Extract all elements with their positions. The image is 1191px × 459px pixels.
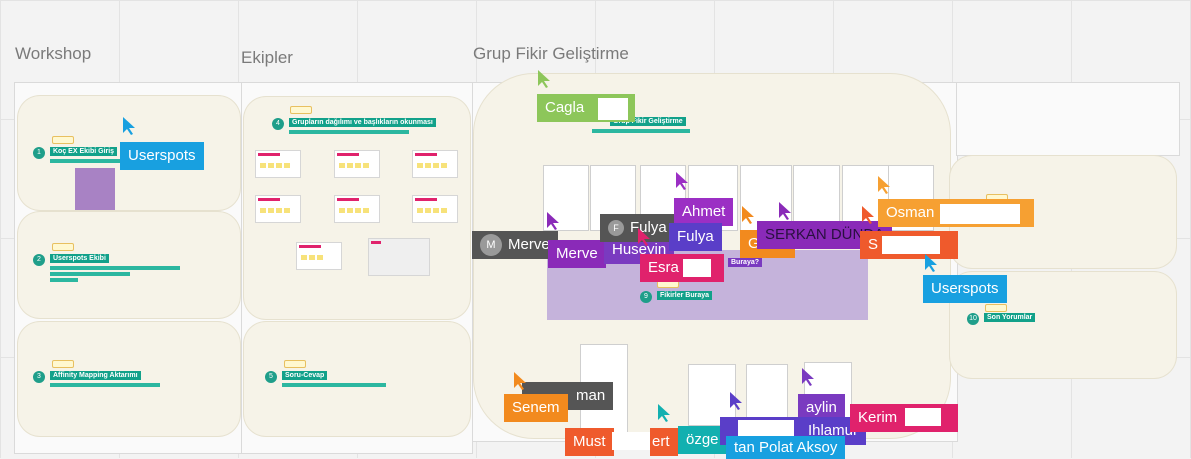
team-board[interactable]	[334, 195, 380, 223]
card-subtext	[289, 130, 409, 134]
card-tag: Fikirler Buraya	[657, 291, 713, 300]
card-tag: Userspots Ekibi	[50, 254, 109, 263]
step-number: 2	[33, 254, 45, 266]
card-subtext	[50, 278, 78, 282]
timer-badge	[52, 360, 74, 368]
column-title-grup: Grup Fikir Geliştirme	[473, 44, 629, 63]
collaborator-label: Userspots	[120, 142, 204, 170]
collaborator-label: özge	[678, 426, 727, 454]
idea-board[interactable]	[793, 165, 840, 231]
cursor-arrow-icon	[742, 206, 754, 224]
card-subtext	[592, 129, 690, 133]
collaborator-label: Kerim	[850, 404, 958, 432]
card-tag: Buraya?	[728, 258, 763, 267]
column-title-workshop: Workshop	[15, 44, 92, 63]
redaction	[940, 204, 1020, 224]
collaborator-label: Fulya	[669, 223, 722, 251]
collaborator-label: Esra	[640, 254, 724, 282]
step-number: 3	[33, 371, 45, 383]
timer-badge	[985, 304, 1007, 312]
team-board[interactable]	[412, 150, 458, 178]
redaction	[683, 259, 711, 277]
timer-badge	[52, 136, 74, 144]
step-number: 4	[272, 118, 284, 130]
team-board[interactable]	[334, 150, 380, 178]
redaction	[882, 236, 940, 254]
timer-badge	[284, 360, 306, 368]
card-tag: Koç EX Ekibi Giriş	[50, 147, 118, 156]
team-board[interactable]	[255, 150, 301, 178]
collaborator-label: tan Polat Aksoy	[726, 436, 846, 459]
step-number: 1	[33, 147, 45, 159]
cursor-arrow-icon	[779, 202, 791, 220]
cursor-arrow-icon	[514, 372, 526, 390]
workshop-card-2[interactable]	[18, 212, 240, 318]
step-number: 10	[967, 313, 979, 325]
avatar: M	[480, 234, 502, 257]
card-subtext	[50, 383, 160, 387]
card-tag: Son Yorumlar	[984, 313, 1036, 322]
collaborator-label: Merve	[548, 240, 606, 268]
ekipler-card-5[interactable]	[244, 322, 470, 436]
cursor-arrow-icon	[123, 117, 135, 135]
cursor-arrow-icon	[538, 70, 550, 88]
idea-board[interactable]	[688, 364, 736, 426]
frame-right-top[interactable]	[956, 82, 1180, 156]
cursor-arrow-icon	[925, 254, 937, 272]
cursor-arrow-icon	[802, 368, 814, 386]
card-tag: Soru-Cevap	[282, 371, 328, 380]
cursor-arrow-icon	[638, 228, 650, 246]
cursor-arrow-icon	[658, 404, 670, 422]
cursor-arrow-icon	[878, 176, 890, 194]
card-tag: Grup Fikir Geliştirme	[610, 117, 686, 126]
redaction	[905, 408, 941, 426]
card-tag: Affinity Mapping Aktarımı	[50, 371, 141, 380]
team-board[interactable]	[255, 195, 301, 223]
redaction	[612, 432, 652, 450]
idea-board[interactable]	[746, 364, 788, 426]
step-number: 5	[265, 371, 277, 383]
redaction	[598, 98, 628, 120]
card-tag: Grupların dağılımı ve başlıkların okunma…	[289, 118, 436, 127]
cursor-arrow-icon	[862, 206, 874, 224]
collaborator-label: Ahmet	[674, 198, 734, 226]
redaction	[738, 420, 794, 438]
cursor-arrow-icon	[676, 172, 688, 190]
sticky-note[interactable]	[75, 168, 115, 210]
cursor-arrow-icon	[547, 212, 559, 230]
step-number: 9	[640, 291, 652, 303]
card-subtext	[50, 159, 120, 163]
collaborator-label: Userspots	[923, 275, 1007, 303]
cursor-arrow-icon	[730, 392, 742, 410]
card-subtext	[50, 272, 130, 276]
column-title-ekipler: Ekipler	[241, 48, 293, 67]
avatar: F	[608, 220, 624, 237]
card-subtext	[282, 383, 386, 387]
collaborator-label: ert	[650, 428, 678, 456]
card-subtext	[50, 266, 180, 270]
collaborator-label: Senem	[504, 394, 568, 422]
team-board[interactable]	[368, 238, 430, 276]
collaborator-label: Must	[565, 428, 614, 456]
team-board[interactable]	[412, 195, 458, 223]
timer-badge	[52, 243, 74, 251]
timer-badge	[290, 106, 312, 114]
team-board[interactable]	[296, 242, 342, 270]
